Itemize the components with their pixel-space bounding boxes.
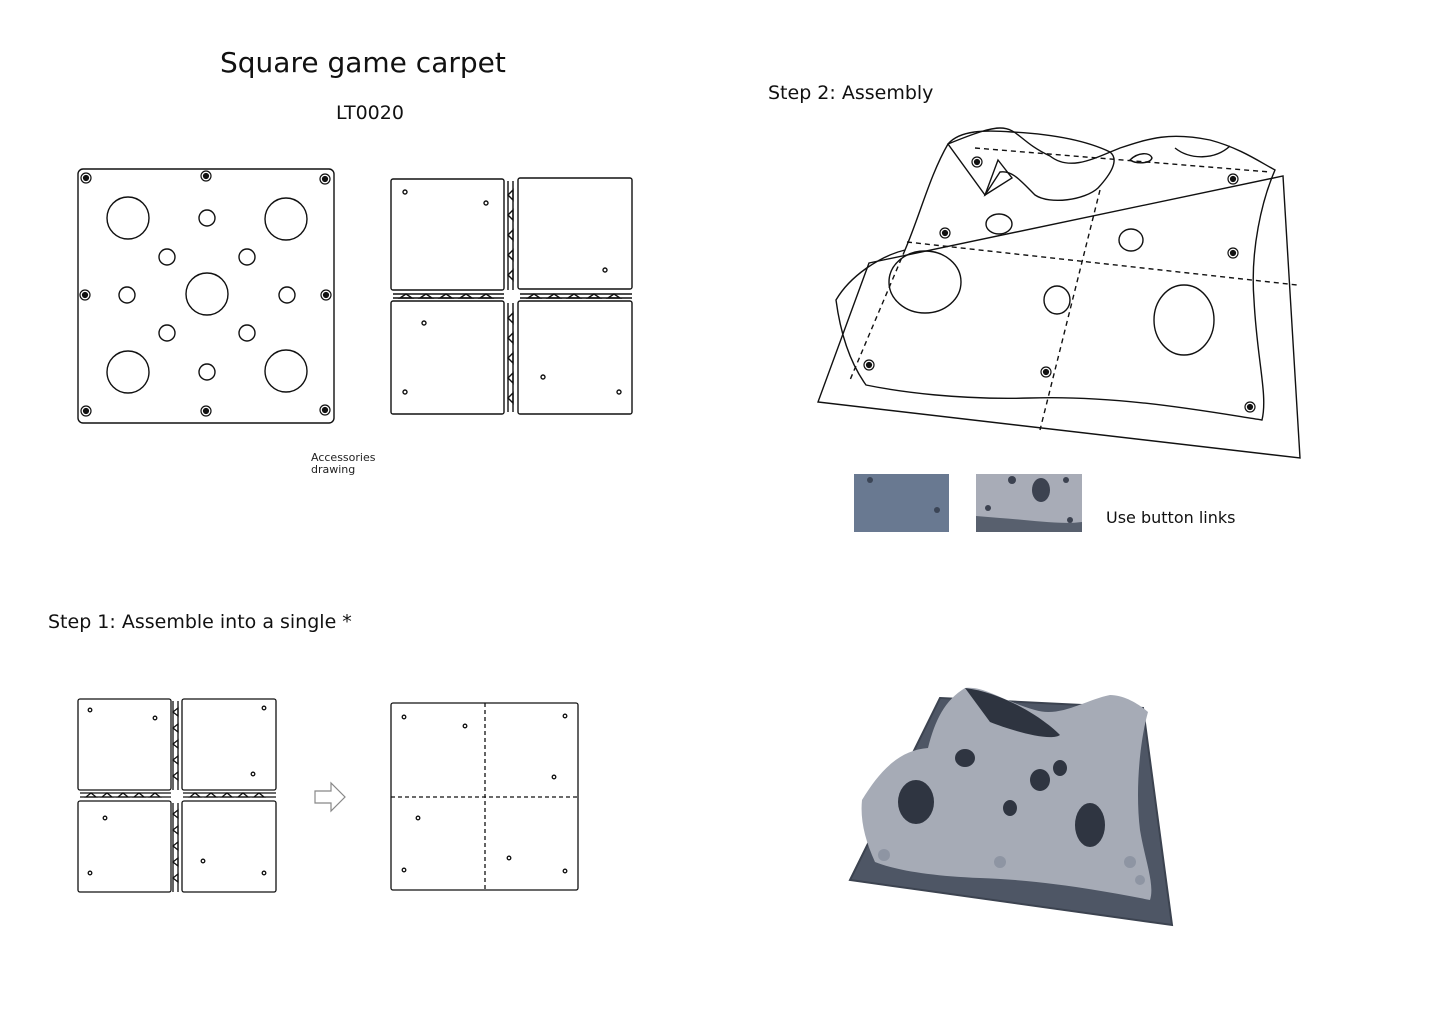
step1-label: Step 1: Assemble into a single * <box>48 611 352 633</box>
carpet-pieces-exploded <box>390 177 633 415</box>
button-photo-1 <box>854 474 949 532</box>
product-code: LT0020 <box>336 102 404 124</box>
button-links-caption: Use button links <box>1106 508 1236 527</box>
accessories-caption: Accessories drawing <box>311 451 376 476</box>
step1-pieces <box>77 698 277 893</box>
page-title: Square game carpet <box>220 46 506 79</box>
button-photo-2 <box>976 474 1082 532</box>
step1-assembled-carpet <box>390 702 579 891</box>
step2-assembly-drawing <box>817 127 1301 459</box>
carpet-top-view <box>77 168 335 424</box>
step2-label: Step 2: Assembly <box>768 82 934 104</box>
arrow-right-icon <box>314 781 346 813</box>
carpet-product-render <box>848 687 1174 927</box>
